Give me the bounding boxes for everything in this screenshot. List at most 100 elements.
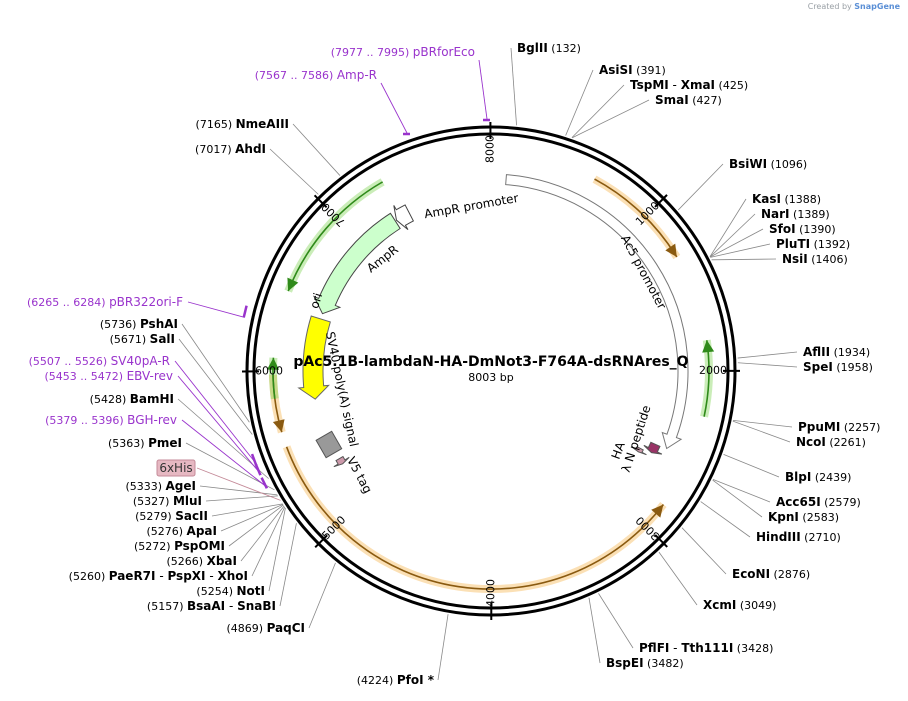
site-leader-line <box>437 614 449 681</box>
credit-prefix: Created by <box>807 2 852 11</box>
site-label-xcmi: XcmI (3049) <box>703 598 776 612</box>
site-leader-line <box>712 479 763 518</box>
site-label-tspmi: TspMI - XmaI (425) <box>630 78 748 92</box>
site-leader-line <box>737 351 798 359</box>
feature-lambda-n-peptide <box>643 441 663 455</box>
site-leader-line <box>220 503 284 532</box>
site-leader-line <box>251 506 286 577</box>
site-label-sali: (5671) SalI <box>110 332 175 346</box>
site-leader-line <box>178 338 253 435</box>
site-label-hindiii: HindIII (2710) <box>756 530 841 544</box>
site-leader-line <box>681 527 727 575</box>
feature-ori <box>297 315 331 400</box>
site-leader-line <box>700 501 751 538</box>
site-label-ppumi: PpuMI (2257) <box>798 420 880 434</box>
site-leader-line <box>308 562 336 629</box>
site-leader-line <box>279 523 297 607</box>
site-label-paqci: (4869) PaqCI <box>226 621 305 635</box>
orf-arrowhead <box>272 419 285 433</box>
feature-label-sv40-poly-a-signal: SV40 poly(A) signal <box>323 330 361 448</box>
site-leader-line <box>709 213 756 258</box>
site-label-acc65i: Acc65I (2579) <box>776 495 861 509</box>
site-leader-line <box>711 258 777 261</box>
site-label-mlui: (5327) MluI <box>133 494 202 508</box>
site-label-kasi: KasI (1388) <box>752 192 821 206</box>
site-label-xbai: (5266) XbaI <box>167 554 237 568</box>
site-label-pmei: (5363) PmeI <box>108 436 182 450</box>
site-label-nmeaiii: (7165) NmeAIII <box>196 117 289 131</box>
site-leader-line <box>598 593 634 649</box>
site-label-nari: NarI (1389) <box>761 207 830 221</box>
feature-ha <box>631 446 647 456</box>
tick-label: 2000 <box>699 364 727 377</box>
orf-line <box>285 446 665 590</box>
site-leader-line <box>712 478 771 503</box>
site-leader-line <box>269 148 319 195</box>
site-leader-line <box>571 84 625 138</box>
site-leader-line <box>732 420 791 443</box>
feature-label-ampr-promoter: AmpR promoter <box>423 191 519 221</box>
site-label-asisi: AsiSI (391) <box>599 63 666 77</box>
label-leader-lines <box>174 47 798 681</box>
primer-label-pbrforeco: (7977 .. 7995) pBRforEco <box>331 45 475 59</box>
site-label-econi: EcoNI (2876) <box>732 567 810 581</box>
site-leader-line <box>211 503 283 517</box>
primer-leader-line <box>187 301 245 318</box>
credit: Created by SnapGene <box>808 2 900 11</box>
primer-leader-line <box>380 82 408 134</box>
his-tag-label: 6xHis <box>159 461 192 475</box>
site-leader-line <box>572 99 650 139</box>
primer-label-pbr322ori-f: (6265 .. 6284) pBR322ori-F <box>27 295 183 309</box>
site-label-apai: (5276) ApaI <box>146 524 217 538</box>
feature-sv40-poly-a-signal <box>315 430 343 459</box>
site-label-ahdi: (7017) AhdI <box>195 142 266 156</box>
site-label-pluti: PluTI (1392) <box>776 237 850 251</box>
site-leader-line <box>710 243 771 258</box>
tick-label: 4000 <box>484 579 497 607</box>
site-label-spei: SpeI (1958) <box>803 360 873 374</box>
site-leader-line <box>199 485 278 496</box>
site-leader-line <box>268 507 286 592</box>
site-leader-line <box>565 69 594 136</box>
site-leader-line <box>510 47 517 126</box>
primer-mark <box>242 305 248 318</box>
site-label-pspomi: (5272) PspOMI <box>134 539 225 553</box>
his-tag-box <box>156 459 196 477</box>
plasmid-size: 8003 bp <box>468 371 513 384</box>
tick-mark <box>654 194 668 208</box>
features <box>297 174 689 468</box>
site-label-bsiwi: BsiWI (1096) <box>729 157 807 171</box>
site-leader-line <box>228 504 284 547</box>
site-label-bsaai: (5157) BsaAI - SnaBI <box>147 599 276 613</box>
feature-ampr-promoter <box>393 204 415 230</box>
site-label-kpni: KpnI (2583) <box>768 510 839 524</box>
site-leader-line <box>709 198 747 257</box>
site-label-nsii: NsiI (1406) <box>782 252 848 266</box>
site-leader-line <box>205 495 278 502</box>
site-leader-line <box>240 505 285 562</box>
site-label-bglii: BglII (132) <box>517 41 581 55</box>
site-label-sacii: (5279) SacII <box>135 509 208 523</box>
primer-label-sv40pa-r: (5507 .. 5526) SV40pA-R <box>29 354 170 368</box>
feature-v5-tag <box>333 455 350 468</box>
primer-leader-line <box>174 360 258 466</box>
primer-mark <box>260 477 268 489</box>
primer-mark <box>250 453 258 466</box>
orf-arrowhead <box>287 277 299 292</box>
site-label-pshai: (5736) PshAI <box>100 317 178 331</box>
plasmid-name: pAc5.1B-lambdaN-HA-DmNot3-F764A-dsRNAres… <box>293 354 688 370</box>
orf-arrowhead <box>651 504 664 518</box>
primer-label-ebv-rev: (5453 .. 5472) EBV-rev <box>45 369 174 383</box>
site-label-pflfi: PflFI - Tth111I (3428) <box>639 641 773 655</box>
primer-leader-line <box>478 59 488 120</box>
orf-arrowhead <box>267 357 280 370</box>
site-label-pfoi: (4224) PfoI * <box>357 673 435 687</box>
tick-mark <box>654 534 668 548</box>
primer-leader-line <box>177 375 262 476</box>
site-label-sfoi: SfoI (1390) <box>769 222 836 236</box>
site-label-paer7i: (5260) PaeR7I - PspXI - XhoI <box>69 569 248 583</box>
tick-mark <box>314 534 328 549</box>
site-leader-line <box>723 453 780 478</box>
site-leader-line <box>292 123 341 176</box>
